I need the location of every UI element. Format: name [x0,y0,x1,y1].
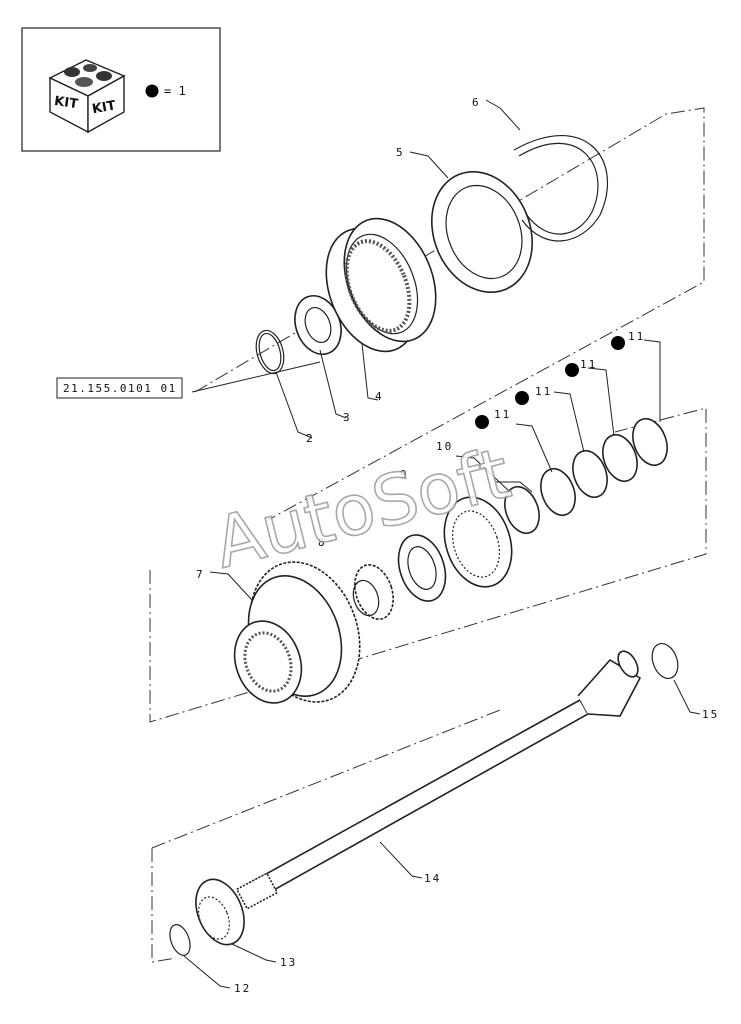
kit-box-icon [48,59,126,134]
part-12-snap-ring [169,924,191,956]
callout-14: 14 [424,872,441,885]
kit-label-right: KIT [91,98,117,117]
kit-marker-11a [475,415,489,429]
kit-marker-dot [145,84,159,98]
part-15-snap-ring [651,642,679,680]
kit-legend: KIT KIT = 1 [21,27,221,152]
kit-marker-11c [565,363,579,377]
callout-3: 3 [343,411,352,424]
reference-box[interactable]: 21.155.0101 01 [56,377,183,399]
kit-marker-11b [515,391,529,405]
kit-equals-text: = 1 [164,84,186,98]
part-8-bushing [352,563,394,621]
callout-10: 10 [436,440,453,453]
part-11-shims [504,417,668,535]
callout-7: 7 [196,568,205,581]
part-2-snap-ring [255,329,285,375]
callout-13: 13 [280,956,297,969]
leader-lines [183,99,701,989]
kit-markers [475,336,625,429]
callout-11c: 11 [580,358,597,371]
callout-12: 12 [234,982,251,995]
part-13-bearing [195,878,245,946]
callout-15: 15 [702,708,719,721]
callout-11b: 11 [535,385,552,398]
callout-6: 6 [472,96,481,109]
reference-number: 21.155.0101 01 [63,382,177,395]
callout-11a: 11 [494,408,511,421]
part-4-clutch-drum [325,217,437,353]
callout-2: 2 [306,432,315,445]
part-14-shaft [235,650,642,910]
part-7-gear [233,561,361,704]
callout-9: 9 [400,468,409,481]
kit-label-left: KIT [53,94,79,112]
part-10-tapered-bearing [443,496,513,588]
callout-11d: 11 [628,330,645,343]
part-9-bearing-cup [397,534,447,602]
callout-labels: 2 3 4 5 6 7 8 9 10 11 11 11 11 12 13 14 … [196,96,719,995]
callout-5: 5 [396,146,405,159]
part-6-retaining-ring [513,134,609,242]
kit-marker-11d [611,336,625,350]
callout-4: 4 [375,390,384,403]
callout-8: 8 [318,536,327,549]
